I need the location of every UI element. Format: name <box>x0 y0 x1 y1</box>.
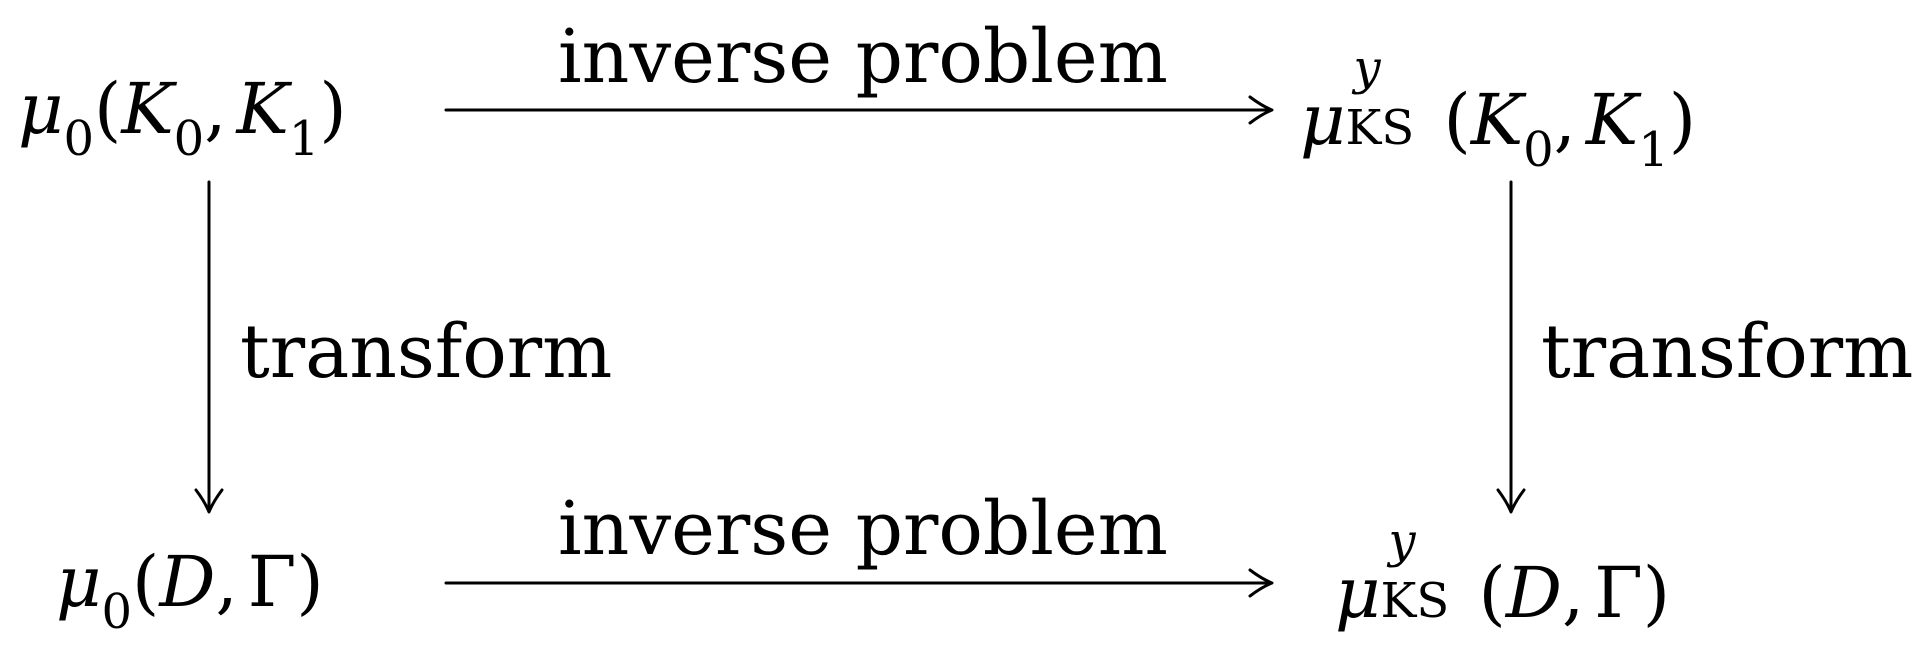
left-arrow <box>194 180 224 514</box>
mu-subscript: KS <box>1345 100 1415 156</box>
top-arrow <box>444 95 1274 125</box>
arg1-subscript: 0 <box>1523 122 1554 178</box>
open-paren: ( <box>1478 552 1506 634</box>
node-bottom-left: μ0(D,Γ) <box>56 547 324 636</box>
open-paren: ( <box>1443 79 1471 161</box>
mu-symbol: μ <box>1300 79 1346 161</box>
mu-symbol: μ <box>18 68 64 150</box>
close-paren: ) <box>319 68 347 150</box>
right-edge-label: transform <box>1541 309 1914 395</box>
mu-symbol: μ <box>1335 552 1381 634</box>
arg1-subscript: 0 <box>173 111 205 167</box>
comma: , <box>1561 552 1585 634</box>
arg2-subscript: 1 <box>1638 122 1669 178</box>
top-edge-label: inverse problem <box>558 14 1168 100</box>
comma: , <box>204 68 227 150</box>
open-paren: ( <box>94 68 122 150</box>
mu-symbol: μ <box>56 541 102 623</box>
close-paren: ) <box>1668 79 1697 161</box>
mu-subscript: 0 <box>101 584 133 640</box>
comma: , <box>215 541 238 623</box>
mu-superscript: y <box>1388 513 1416 569</box>
arg1: D <box>1505 552 1562 634</box>
arg2: Γ <box>247 541 297 623</box>
right-arrow <box>1496 180 1526 514</box>
arg1: K <box>121 68 174 150</box>
mu-superscript: y <box>1353 40 1381 96</box>
close-paren: ) <box>1642 552 1671 634</box>
node-top-left: μ0(K0,K1) <box>18 74 347 163</box>
bottom-edge-label: inverse problem <box>558 486 1168 572</box>
open-paren: ( <box>132 541 160 623</box>
arg2-subscript: 1 <box>288 111 320 167</box>
left-edge-label: transform <box>240 309 613 395</box>
arg2: Γ <box>1594 552 1643 634</box>
bottom-arrow <box>444 568 1274 598</box>
mu-subscript: 0 <box>63 111 95 167</box>
arg1: D <box>159 541 216 623</box>
arg2: K <box>1585 79 1639 161</box>
arg2: K <box>236 68 289 150</box>
comma: , <box>1553 79 1576 161</box>
arg1: K <box>1470 79 1524 161</box>
close-paren: ) <box>296 541 324 623</box>
mu-subscript: KS <box>1380 573 1450 629</box>
